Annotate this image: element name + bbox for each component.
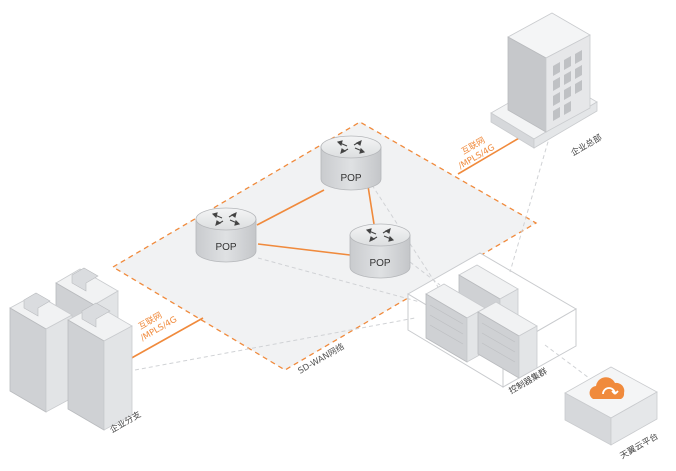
pop-interconnect [256,185,375,256]
pop-node: POP [349,223,411,279]
pop-label: POP [369,258,390,269]
cloud-icon [589,377,625,399]
cloud-platform: 天翼云平台 [564,366,660,462]
sdwan-region [111,121,538,371]
pop-node: POP [195,207,257,263]
hq-building: 企业总部 [490,12,604,159]
pop-label: POP [215,242,236,253]
branch-access-label: 互联网 /MPLS/4G [137,311,179,344]
pop-label: POP [340,173,361,184]
access-lines [127,133,527,361]
management-lines [134,134,606,391]
pop-node: POP [320,135,382,191]
router-arrows-icon [211,211,241,227]
router-arrows-icon [336,139,366,155]
branch-buildings: 企业分支 [9,267,143,436]
hq-label: 企业总部 [569,132,604,159]
router-arrows-icon [365,227,395,243]
hq-access-label: 互联网 /MPLS/4G [457,136,497,172]
